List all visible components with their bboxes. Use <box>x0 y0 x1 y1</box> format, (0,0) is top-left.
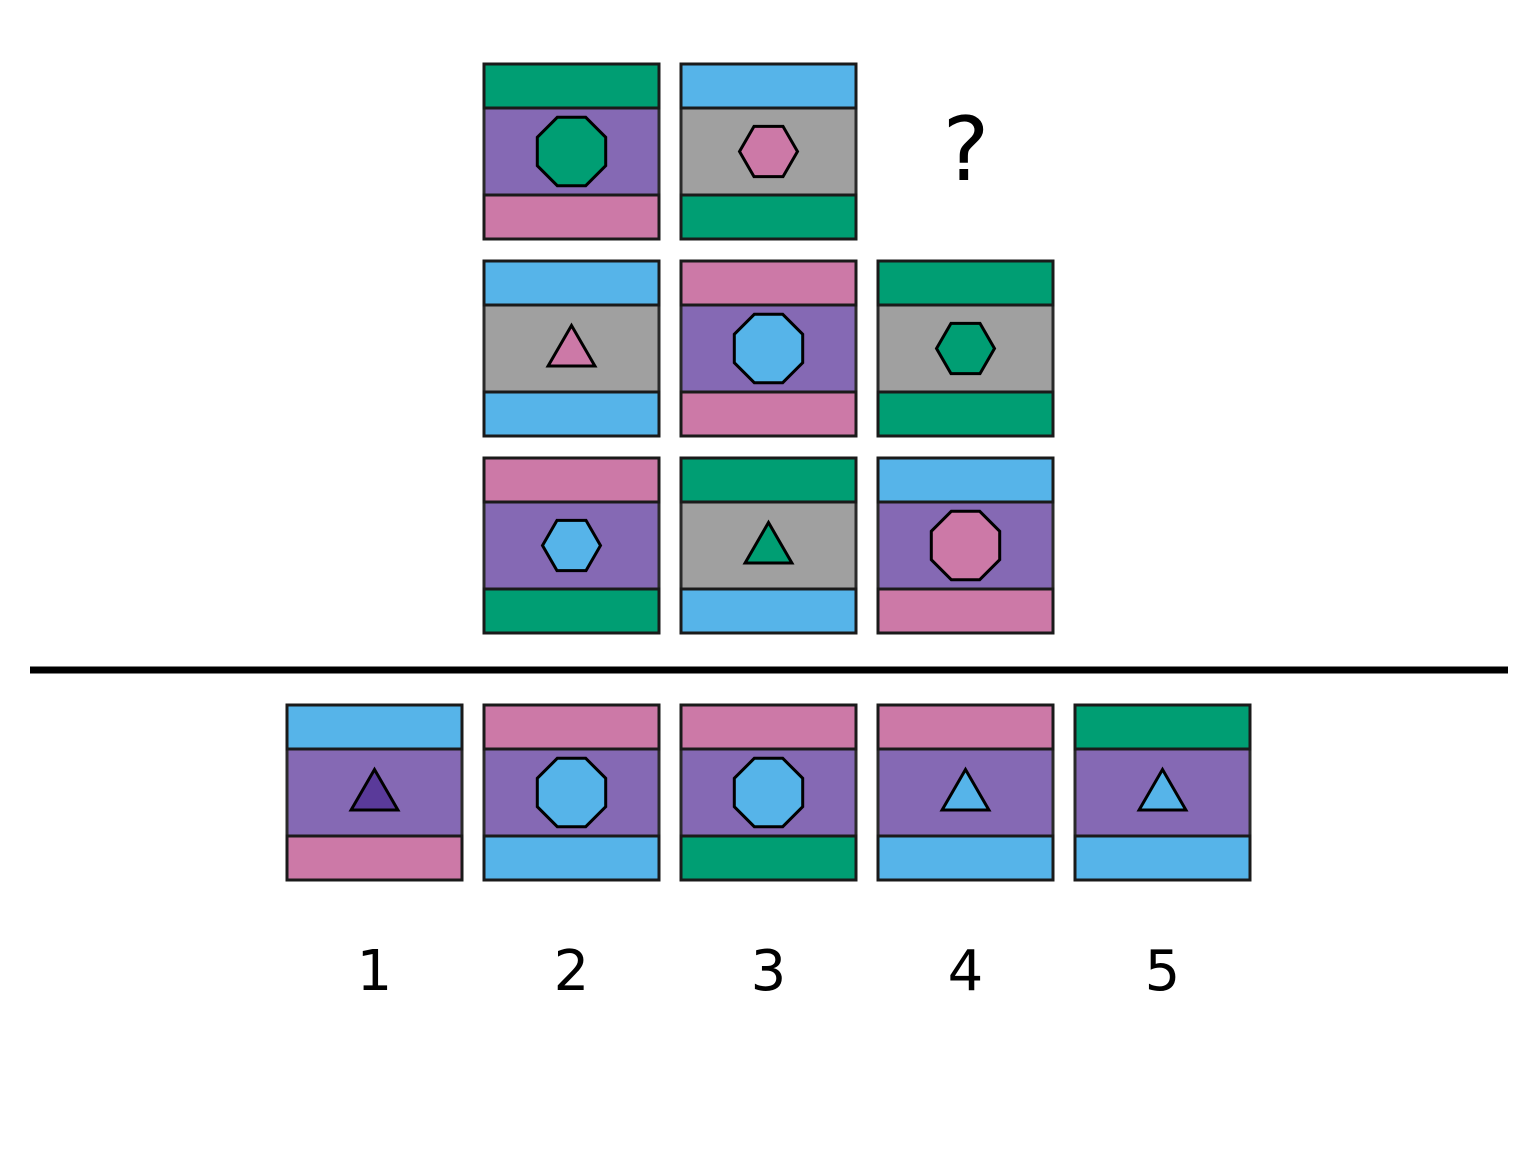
top-bar <box>1073 703 1252 751</box>
top-bar <box>482 703 661 751</box>
option-number-label: 1 <box>357 939 393 1004</box>
answer-option-5[interactable] <box>1073 703 1252 882</box>
top-bar <box>876 456 1055 504</box>
bottom-bar <box>679 587 858 635</box>
bottom-bar <box>876 834 1055 882</box>
bottom-bar <box>482 390 661 438</box>
top-bar <box>679 703 858 751</box>
answer-option-4[interactable] <box>876 703 1055 882</box>
top-bar <box>876 259 1055 307</box>
triangle-shape <box>348 766 401 812</box>
grid-cell-r2c1 <box>482 259 661 438</box>
top-bar <box>482 456 661 504</box>
bottom-bar <box>1073 834 1252 882</box>
triangle-shape <box>1136 766 1189 812</box>
triangle-shape <box>742 519 795 565</box>
option-number-label: 2 <box>554 939 590 1004</box>
grid-cell-r3c3 <box>876 456 1055 635</box>
hexagon-shape <box>540 518 603 573</box>
top-bar <box>482 259 661 307</box>
missing-cell-question-mark: ? <box>943 98 990 201</box>
octagon-shape <box>929 509 1002 582</box>
bottom-bar <box>876 587 1055 635</box>
octagon-shape <box>732 312 805 385</box>
octagon-shape <box>732 756 805 829</box>
bottom-bar <box>482 587 661 635</box>
top-bar <box>285 703 464 751</box>
hexagon-shape <box>737 124 800 179</box>
triangle-shape <box>939 766 992 812</box>
bottom-bar <box>285 834 464 882</box>
bottom-bar <box>876 390 1055 438</box>
bottom-bar <box>482 193 661 241</box>
option-number-label: 5 <box>1145 939 1181 1004</box>
bottom-bar <box>679 193 858 241</box>
option-number-label: 4 <box>948 939 984 1004</box>
octagon-shape <box>535 115 608 188</box>
grid-cell-r3c2 <box>679 456 858 635</box>
grid-cell-r2c3 <box>876 259 1055 438</box>
grid-cell-r1c1 <box>482 62 661 241</box>
option-number-label: 3 <box>751 939 787 1004</box>
grid-cell-r3c1 <box>482 456 661 635</box>
answer-option-1[interactable] <box>285 703 464 882</box>
bottom-bar <box>679 390 858 438</box>
octagon-shape <box>535 756 608 829</box>
bottom-bar <box>679 834 858 882</box>
hexagon-shape <box>934 321 997 376</box>
top-bar <box>482 62 661 110</box>
triangle-shape <box>545 322 598 368</box>
answer-option-3[interactable] <box>679 703 858 882</box>
answer-options: 1 2 3 4 5 <box>285 703 1252 1004</box>
bottom-bar <box>482 834 661 882</box>
answer-option-2[interactable] <box>482 703 661 882</box>
puzzle-grid <box>482 62 1055 635</box>
top-bar <box>876 703 1055 751</box>
top-bar <box>679 62 858 110</box>
top-bar <box>679 259 858 307</box>
top-bar <box>679 456 858 504</box>
grid-cell-r1c2 <box>679 62 858 241</box>
grid-cell-r2c2 <box>679 259 858 438</box>
